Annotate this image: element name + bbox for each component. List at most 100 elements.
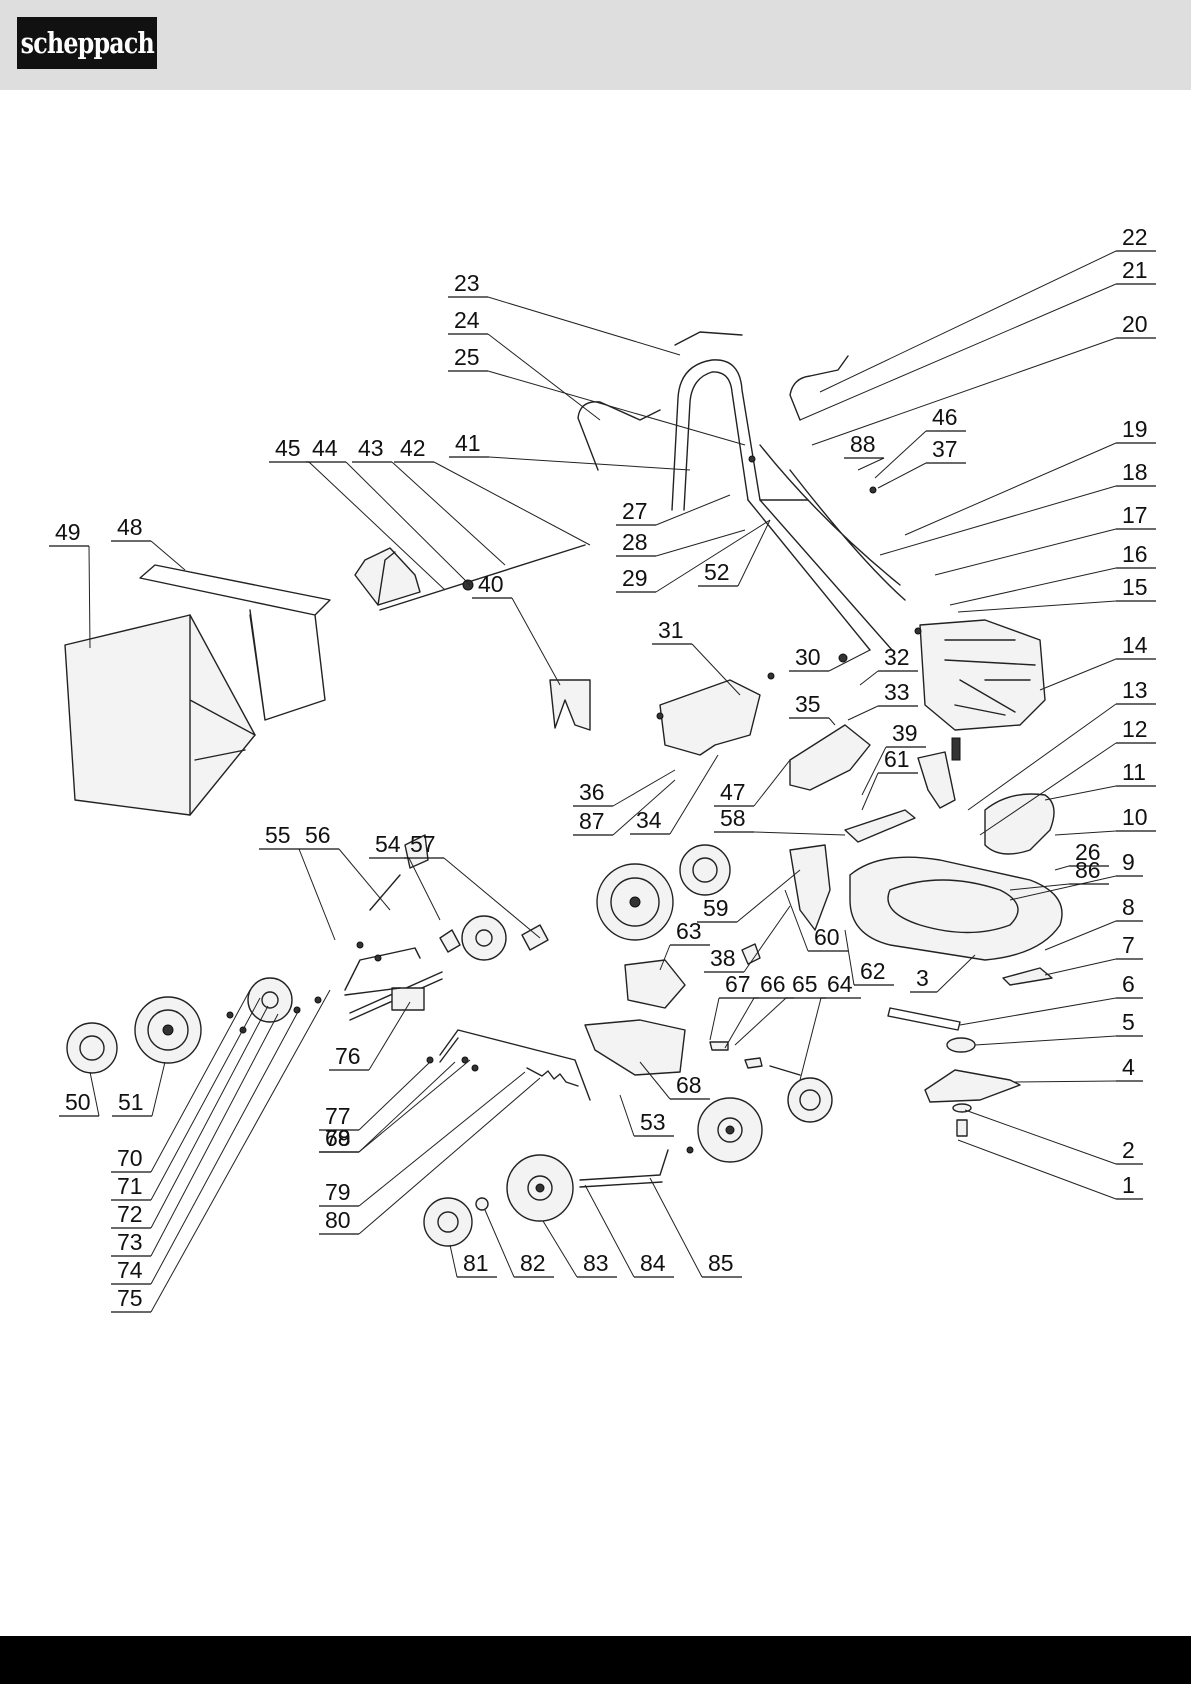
gearbox-part [392,988,424,1010]
callout-leader-25 [488,371,745,445]
callout-leader-16 [950,568,1116,605]
callout-leader-18 [880,486,1116,555]
callout-leader-21 [800,284,1116,420]
callout-label-22: 22 [1122,224,1148,250]
callout-leader-30 [829,650,870,671]
callout-leader-5 [975,1036,1116,1045]
callout-leader-27 [656,495,730,525]
callout-label-50: 50 [65,1089,91,1115]
callout-leader-53 [620,1095,634,1136]
height-adjust-lever-part [440,1030,590,1100]
callout-label-66: 66 [760,971,786,997]
front-wheel-rim-part [788,1078,832,1122]
callout-leader-79 [359,1072,525,1206]
belt-part [888,1008,960,1030]
callout-label-39: 39 [892,720,918,746]
callout-label-2: 2 [1122,1137,1135,1163]
callout-leader-2 [965,1110,1116,1164]
callout-label-65: 65 [792,971,818,997]
callout-label-4: 4 [1122,1054,1135,1080]
callout-leader-76 [369,1002,410,1070]
callout-label-11: 11 [1122,759,1146,785]
callout-leader-50 [90,1072,99,1116]
callout-label-38: 38 [710,945,736,971]
callout-leader-32 [860,671,878,685]
mulch-plug-part [550,680,590,730]
bracket-part [790,725,870,790]
callout-leader-26 [1055,866,1069,870]
callout-label-45: 45 [275,435,301,461]
callout-label-85: 85 [708,1250,734,1276]
callout-label-87: 87 [579,808,605,834]
callout-leader-59 [737,870,800,922]
front-wheel-cap-part [680,845,730,895]
callout-leader-37 [878,463,926,488]
callout-label-19: 19 [1122,416,1148,442]
callout-label-83: 83 [583,1250,609,1276]
callout-label-9: 9 [1122,849,1135,875]
callout-label-72: 72 [117,1201,143,1227]
callout-leader-3 [937,955,975,992]
callout-label-59: 59 [703,895,729,921]
callout-label-25: 25 [454,344,480,370]
callout-label-49: 49 [55,519,81,545]
mower-deck-part [850,857,1062,960]
callout-label-74: 74 [117,1257,143,1283]
callout-label-71: 71 [117,1173,143,1199]
callout-label-37: 37 [932,436,958,462]
callout-leader-83 [543,1221,577,1277]
hook-part [710,1042,728,1050]
callout-leader-58 [754,832,845,835]
bolt-part [957,1120,967,1136]
cutting-blade-part [925,1070,1020,1102]
callout-label-40: 40 [478,571,504,597]
callout-leader-46 [875,431,926,478]
rear-wheel-hubcap-part [67,1023,117,1073]
callout-label-57: 57 [410,831,436,857]
callout-leader-81 [450,1245,457,1277]
callout-leader-17 [935,529,1116,575]
callout-label-78: 78 [325,1125,351,1151]
callout-leader-33 [848,706,878,720]
callout-leader-88 [858,458,884,470]
callout-label-13: 13 [1122,677,1148,703]
callout-label-15: 15 [1122,574,1148,600]
callout-label-10: 10 [1122,804,1148,830]
rear-wheel-rim-part [248,978,292,1022]
lower-handle-part [748,500,892,650]
callout-label-32: 32 [884,644,910,670]
wheel-83-part [507,1155,573,1221]
deck-plate-part [1003,968,1052,985]
callout-label-18: 18 [1122,459,1148,485]
rear-wheel-right-part [462,916,506,960]
pin-part [745,1058,762,1068]
callout-label-23: 23 [454,270,480,296]
page-footer [0,1636,1191,1684]
deck-cover-part [985,794,1054,854]
callout-label-16: 16 [1122,541,1148,567]
callout-leader-4 [1015,1081,1116,1082]
callout-leader-40 [512,598,560,685]
callout-label-51: 51 [118,1089,144,1115]
callout-leader-55 [299,849,335,940]
callout-label-55: 55 [265,822,291,848]
callout-leader-49 [89,546,90,648]
callout-label-84: 84 [640,1250,666,1276]
rear-cover-part [660,680,760,755]
callout-label-80: 80 [325,1207,351,1233]
callout-label-75: 75 [117,1285,143,1311]
callout-label-7: 7 [1122,932,1135,958]
callout-leader-47 [754,760,790,806]
callout-label-60: 60 [814,924,840,950]
callout-label-30: 30 [795,644,821,670]
callout-leader-1 [958,1140,1116,1199]
callout-leader-22 [820,251,1116,392]
callout-label-46: 46 [932,404,958,430]
front-wheel-small-part [698,1098,762,1162]
mount-plate-part [790,845,830,930]
callout-leader-42 [434,462,590,545]
callout-label-8: 8 [1122,894,1135,920]
callout-label-81: 81 [463,1250,489,1276]
callout-label-58: 58 [720,805,746,831]
